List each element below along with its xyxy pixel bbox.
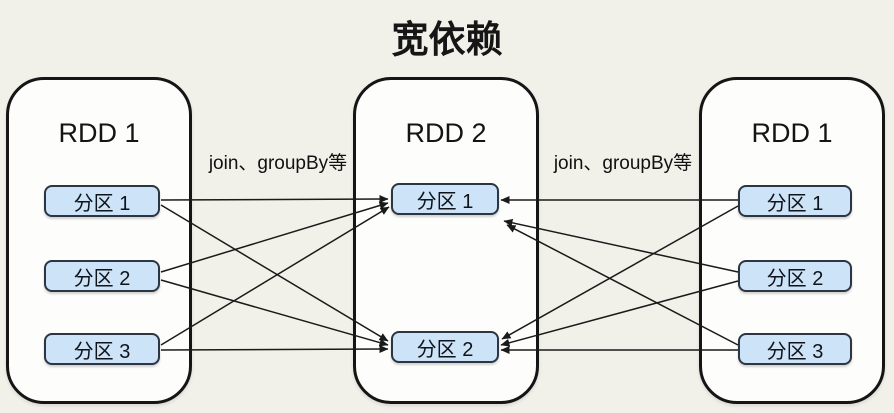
partition-box-M2: 分区 2: [391, 331, 499, 363]
rdd-title-left: RDD 1: [58, 118, 140, 148]
partition-box-L1: 分区 1: [44, 185, 160, 217]
partition-box-M1: 分区 1: [391, 183, 499, 215]
partition-box-R1: 分区 1: [738, 185, 852, 217]
diagram-title: 宽依赖: [391, 19, 503, 60]
partition-box-L2: 分区 2: [44, 260, 160, 292]
partition-box-R2: 分区 2: [738, 260, 852, 292]
partition-box-L3: 分区 3: [44, 333, 160, 365]
partition-box-R3: 分区 3: [738, 333, 852, 365]
edge-label-left: join、groupBy等: [208, 153, 348, 174]
rdd-box-left: RDD 1 分区 1 分区 2 分区 3: [6, 77, 192, 404]
rdd-box-middle: RDD 2 分区 1 分区 2: [353, 77, 539, 404]
rdd-box-right: RDD 1 分区 1 分区 2 分区 3: [699, 77, 885, 404]
edge-label-right: join、groupBy等: [553, 153, 693, 174]
rdd-title-middle: RDD 2: [405, 118, 487, 148]
rdd-title-right: RDD 1: [751, 118, 833, 148]
